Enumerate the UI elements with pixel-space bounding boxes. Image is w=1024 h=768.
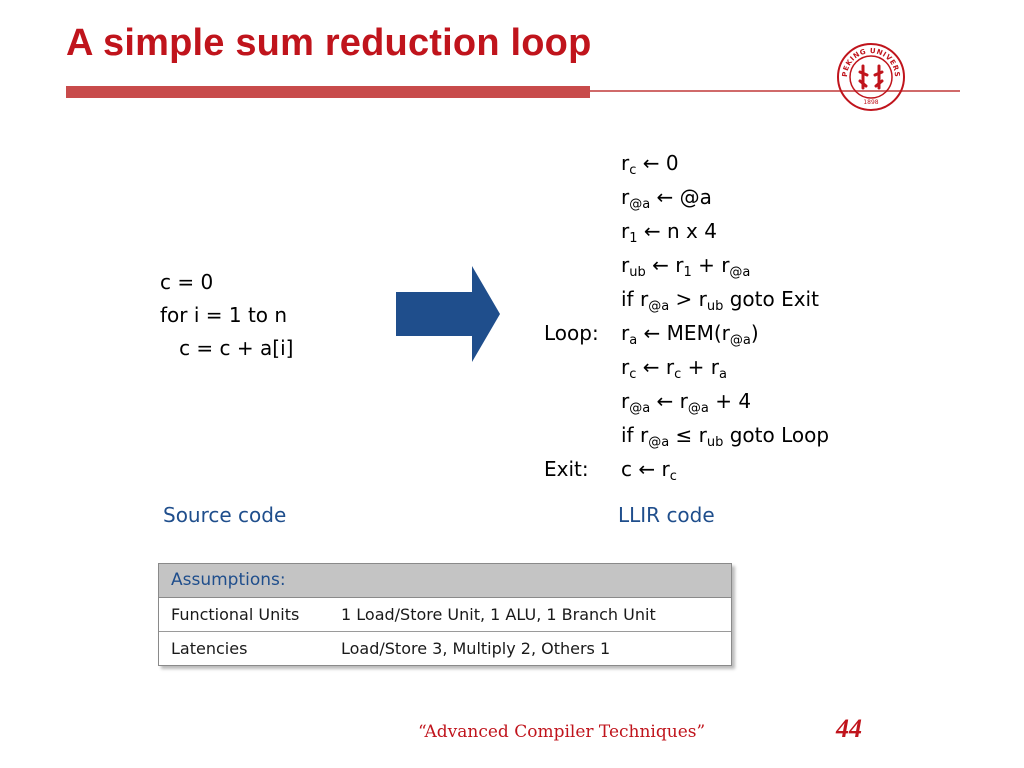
llir-instruction: c ← rc bbox=[621, 452, 677, 486]
llir-text: + 4 bbox=[708, 389, 752, 413]
llir-text: ← r bbox=[636, 355, 675, 379]
right-arrow-icon bbox=[396, 266, 500, 362]
llir-instruction: r1 ← n x 4 bbox=[621, 214, 717, 248]
llir-code-caption: LLIR code bbox=[618, 503, 715, 527]
llir-subscript: @a bbox=[648, 299, 670, 314]
assumption-key: Latencies bbox=[171, 639, 248, 658]
llir-text: r bbox=[621, 219, 630, 243]
assumption-value: Load/Store 3, Multiply 2, Others 1 bbox=[341, 639, 611, 658]
llir-text: ← r bbox=[650, 389, 688, 413]
llir-subscript: ub bbox=[706, 299, 724, 314]
footer-course-title: “Advanced Compiler Techniques” bbox=[418, 722, 706, 742]
llir-instruction: if r@a ≤ rub goto Loop bbox=[621, 418, 829, 452]
assumption-key: Functional Units bbox=[171, 605, 300, 624]
llir-subscript: c bbox=[629, 163, 637, 178]
llir-text: ← r bbox=[645, 253, 684, 277]
llir-text: r bbox=[621, 321, 630, 345]
llir-subscript: c bbox=[674, 367, 682, 382]
llir-subscript: ub bbox=[706, 435, 724, 450]
llir-text: ← 0 bbox=[636, 151, 679, 175]
assumptions-table: Assumptions: Functional Units 1 Load/Sto… bbox=[158, 563, 732, 666]
llir-text: ← @a bbox=[650, 185, 712, 209]
llir-label: Loop: bbox=[544, 321, 599, 345]
source-line: c = c + a[i] bbox=[160, 336, 294, 360]
llir-text: + r bbox=[691, 253, 730, 277]
llir-instruction: r@a ← @a bbox=[621, 180, 712, 214]
llir-instruction: r@a ← r@a + 4 bbox=[621, 384, 751, 418]
assumption-value: 1 Load/Store Unit, 1 ALU, 1 Branch Unit bbox=[341, 605, 656, 624]
source-code-block: c = 0 for i = 1 to n c = c + a[i] bbox=[160, 266, 293, 365]
llir-text: ) bbox=[750, 321, 759, 345]
llir-text: r bbox=[621, 253, 630, 277]
llir-subscript: c bbox=[629, 367, 637, 382]
llir-text: r bbox=[621, 355, 630, 379]
llir-text: c ← r bbox=[621, 457, 670, 481]
llir-text: > r bbox=[669, 287, 707, 311]
llir-instruction: rub ← r1 + r@a bbox=[621, 248, 750, 282]
llir-subscript: 1 bbox=[683, 265, 692, 280]
llir-text: ≤ r bbox=[669, 423, 707, 447]
llir-subscript: @a bbox=[629, 401, 651, 416]
llir-text: + r bbox=[681, 355, 719, 379]
table-row: Latencies Load/Store 3, Multiply 2, Othe… bbox=[159, 632, 731, 665]
llir-text: ← n x 4 bbox=[637, 219, 717, 243]
llir-label: Exit: bbox=[544, 457, 589, 481]
llir-subscript: @a bbox=[729, 333, 751, 348]
llir-instruction: rc ← 0 bbox=[621, 146, 679, 180]
llir-subscript: c bbox=[669, 469, 677, 484]
llir-text: r bbox=[621, 389, 630, 413]
seal-year: 1898 bbox=[863, 99, 878, 106]
llir-subscript: @a bbox=[729, 265, 751, 280]
llir-text: if r bbox=[621, 423, 649, 447]
llir-text: r bbox=[621, 185, 630, 209]
llir-instruction: if r@a > rub goto Exit bbox=[621, 282, 819, 316]
title-underline-rule bbox=[590, 90, 960, 92]
source-code-caption: Source code bbox=[163, 503, 287, 527]
llir-instruction: ra ← MEM(r@a) bbox=[621, 316, 759, 350]
llir-text: ← MEM(r bbox=[637, 321, 730, 345]
slide-title: A simple sum reduction loop bbox=[66, 22, 592, 64]
llir-text: if r bbox=[621, 287, 649, 311]
llir-text: r bbox=[621, 151, 630, 175]
peking-university-seal-icon: PEKING UNIVERSITY 1898 bbox=[836, 42, 905, 111]
title-underline-bar bbox=[66, 86, 590, 98]
llir-text: goto Loop bbox=[723, 423, 830, 447]
llir-subscript: @a bbox=[687, 401, 709, 416]
llir-subscript: a bbox=[629, 333, 638, 348]
llir-subscript: ub bbox=[629, 265, 646, 280]
page-number: 44 bbox=[836, 714, 862, 743]
llir-subscript: @a bbox=[629, 197, 651, 212]
source-line: for i = 1 to n bbox=[160, 303, 288, 327]
llir-instruction: rc ← rc + ra bbox=[621, 350, 727, 384]
llir-subscript: @a bbox=[648, 435, 670, 450]
llir-subscript: a bbox=[718, 367, 727, 382]
table-row: Functional Units 1 Load/Store Unit, 1 AL… bbox=[159, 598, 731, 632]
source-line: c = 0 bbox=[160, 270, 214, 294]
llir-subscript: 1 bbox=[629, 231, 638, 246]
llir-text: goto Exit bbox=[723, 287, 819, 311]
assumptions-header: Assumptions: bbox=[159, 564, 731, 598]
